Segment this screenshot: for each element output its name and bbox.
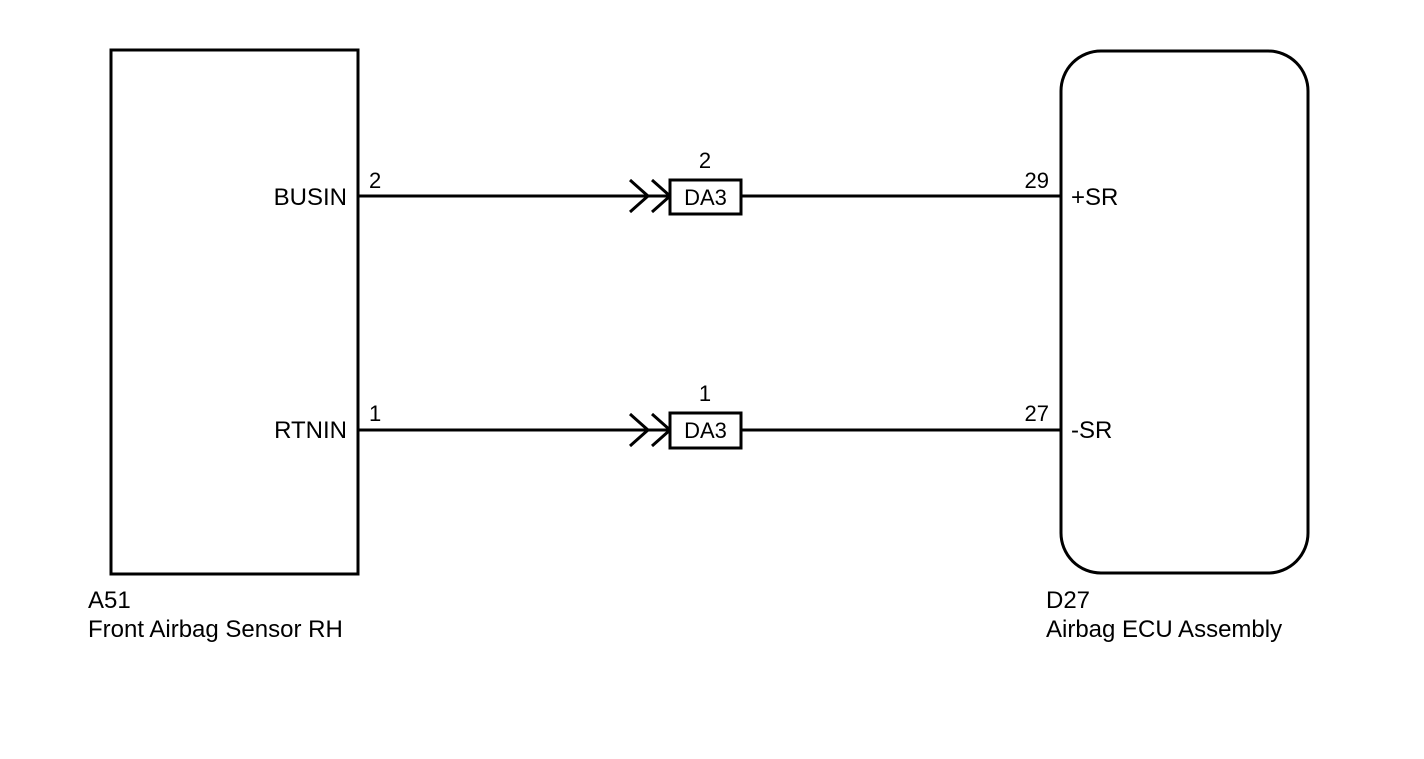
component-a51: A51 Front Airbag Sensor RH bbox=[88, 48, 360, 643]
right-pin-number: 27 bbox=[1025, 401, 1049, 426]
right-terminal-label: -SR bbox=[1071, 417, 1112, 444]
component-d27-name: Airbag ECU Assembly bbox=[1046, 616, 1282, 643]
left-terminal-label: RTNIN bbox=[274, 417, 347, 444]
right-pin-number: 29 bbox=[1025, 168, 1049, 193]
component-a51-code: A51 bbox=[88, 587, 131, 614]
component-a51-name: Front Airbag Sensor RH bbox=[88, 616, 343, 643]
connector-pin-number: 1 bbox=[699, 381, 711, 406]
right-terminal-label: +SR bbox=[1071, 184, 1118, 211]
left-pin-number: 2 bbox=[369, 168, 381, 193]
connector-label: DA3 bbox=[684, 185, 727, 210]
left-pin-number: 1 bbox=[369, 401, 381, 426]
wire-busin: DA3 2 2 BUSIN 29 +SR bbox=[274, 148, 1118, 216]
component-d27-code: D27 bbox=[1046, 587, 1090, 614]
wire-rtnin: DA3 1 1 RTNIN 27 -SR bbox=[274, 381, 1112, 450]
connector-arrow-icon bbox=[629, 178, 651, 214]
component-d27: D27 Airbag ECU Assembly bbox=[1046, 49, 1310, 643]
component-a51-box bbox=[109, 48, 360, 576]
connector-box bbox=[668, 411, 743, 450]
connector-pin-number: 2 bbox=[699, 148, 711, 173]
connector-arrow-icon bbox=[629, 412, 651, 448]
component-d27-box bbox=[1059, 49, 1310, 575]
left-terminal-label: BUSIN bbox=[274, 184, 347, 211]
connector-box bbox=[668, 178, 743, 216]
connector-label: DA3 bbox=[684, 418, 727, 443]
